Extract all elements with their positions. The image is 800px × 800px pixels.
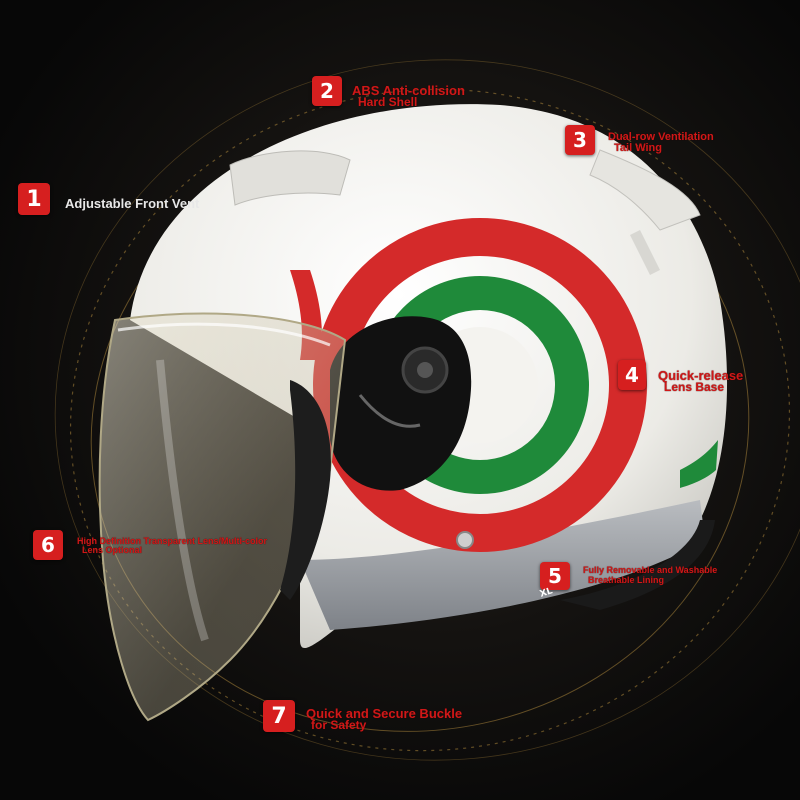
feature-3-label-line1: Dual-row Ventilation <box>608 131 714 143</box>
feature-7-badge: 7 <box>263 700 295 732</box>
feature-4-label-line2: Lens Base <box>664 380 725 394</box>
feature-1-badge: 1 <box>18 183 50 215</box>
feature-2-label-line2: Hard Shell <box>358 95 418 109</box>
visor <box>98 312 347 722</box>
feature-3-label-line2: Tail Wing <box>614 142 662 154</box>
feature-1-label: Adjustable Front Vent <box>65 196 200 211</box>
feature-6-label-line1: High Definition Transparent Lens/Multi-c… <box>77 536 268 546</box>
lens-base <box>330 316 472 491</box>
feature-4-badge: 4 <box>618 360 646 390</box>
feature-6-badge: 6 <box>33 530 63 560</box>
feature-5-badge: 5 <box>540 562 570 590</box>
feature-6-label-line2: Lens Optional <box>82 545 143 555</box>
feature-7-label-line1: Quick and Secure Buckle <box>306 706 463 721</box>
feature-7-label-line2: for Safety <box>311 718 367 732</box>
feature-3-badge: 3 <box>565 125 595 155</box>
feature-5-label-line1: Fully Removable and Washable <box>583 565 718 575</box>
feature-5-label-line2: Breathable Lining <box>588 575 665 585</box>
feature-4-label-line1: Quick-release <box>658 368 744 383</box>
feature-2-badge: 2 <box>312 76 342 106</box>
feature-2-label-line1: ABS Anti-collision <box>352 83 465 98</box>
